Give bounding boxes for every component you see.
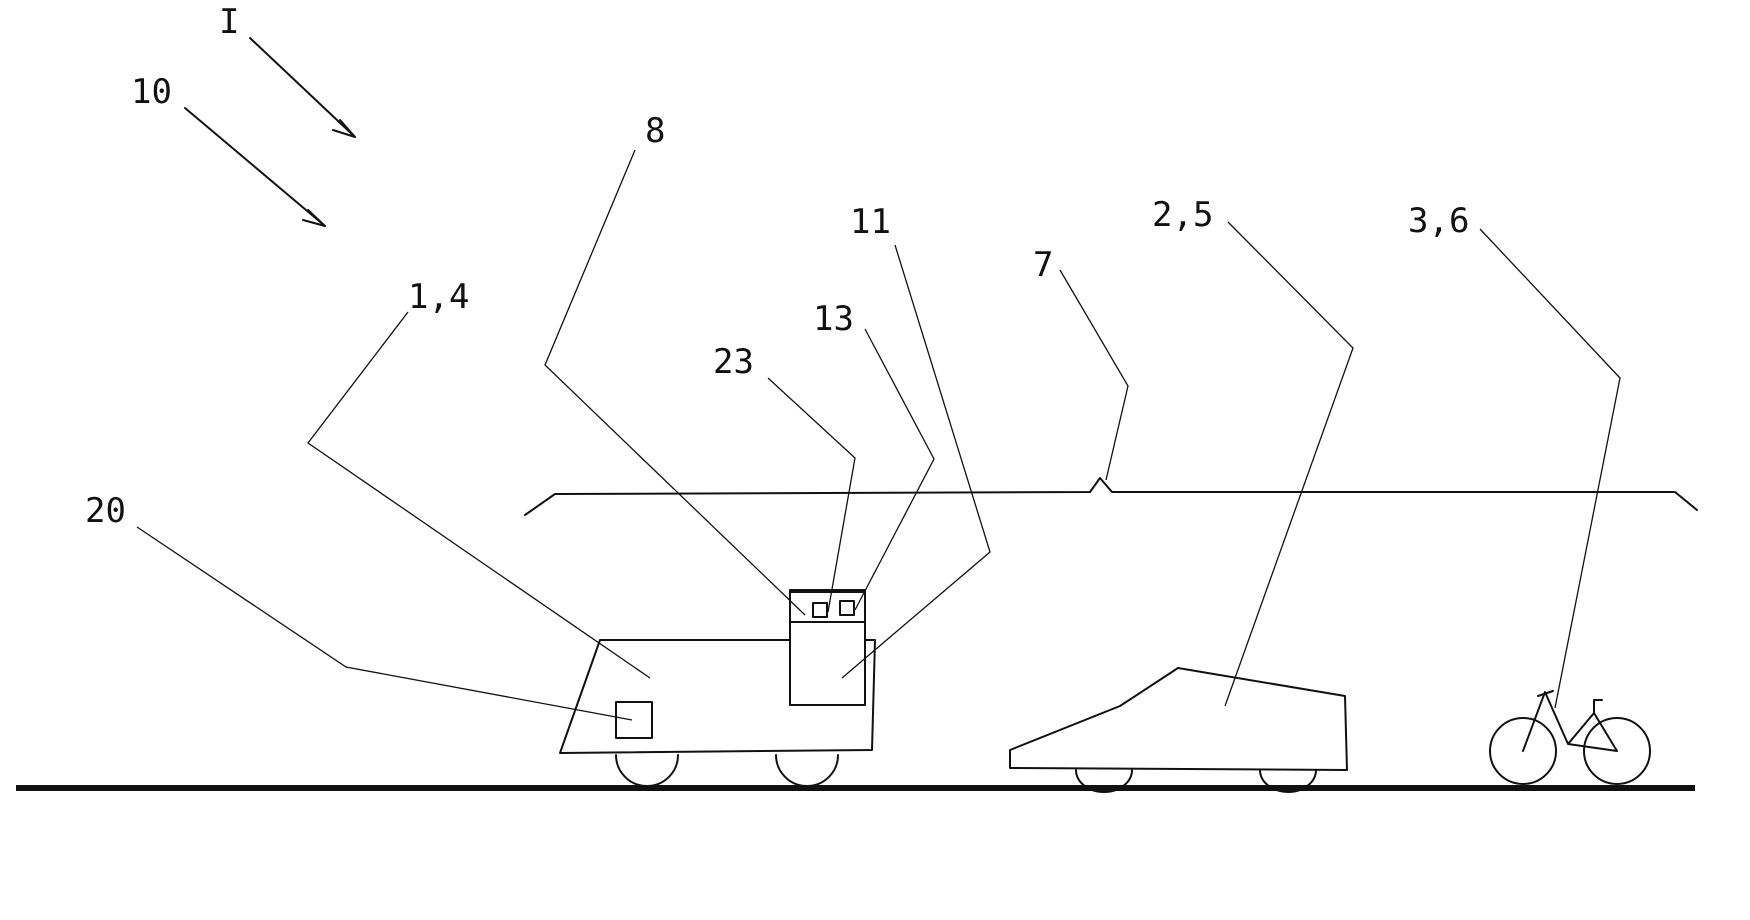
bicycle-handlebar (1594, 700, 1602, 713)
label-1-4: 1,4 (408, 277, 469, 317)
device-box-20 (616, 702, 652, 738)
overhead-line (525, 478, 1697, 515)
label-8: 8 (645, 111, 665, 151)
truck-vehicle (560, 590, 875, 786)
label-2-5: 2,5 (1152, 195, 1213, 235)
leader-3-6 (1480, 229, 1620, 708)
leader-13 (855, 329, 934, 610)
label-7: 7 (1033, 245, 1053, 285)
label-20: 20 (85, 491, 126, 531)
leader-1-4 (308, 312, 650, 678)
label-23: 23 (713, 342, 754, 382)
label-11: 11 (850, 202, 891, 242)
truck-wheel-front (616, 755, 678, 786)
leader-20 (137, 527, 632, 720)
label-13: 13 (813, 299, 854, 339)
leader-7 (1060, 270, 1128, 480)
arrow-I (250, 38, 355, 137)
label-3-6: 3,6 (1408, 201, 1469, 241)
label-I: I (219, 2, 239, 42)
car-vehicle (1010, 668, 1347, 792)
sensor-box-13 (840, 601, 854, 615)
leader-23 (768, 378, 855, 612)
car-body (1010, 668, 1347, 770)
leader-8 (545, 150, 805, 615)
truck-wheel-rear (776, 755, 838, 786)
leader-2-5 (1225, 222, 1353, 706)
label-10: 10 (131, 72, 172, 112)
arrow-10 (185, 108, 325, 226)
bicycle (1490, 691, 1650, 784)
sensor-box-23 (813, 603, 827, 617)
